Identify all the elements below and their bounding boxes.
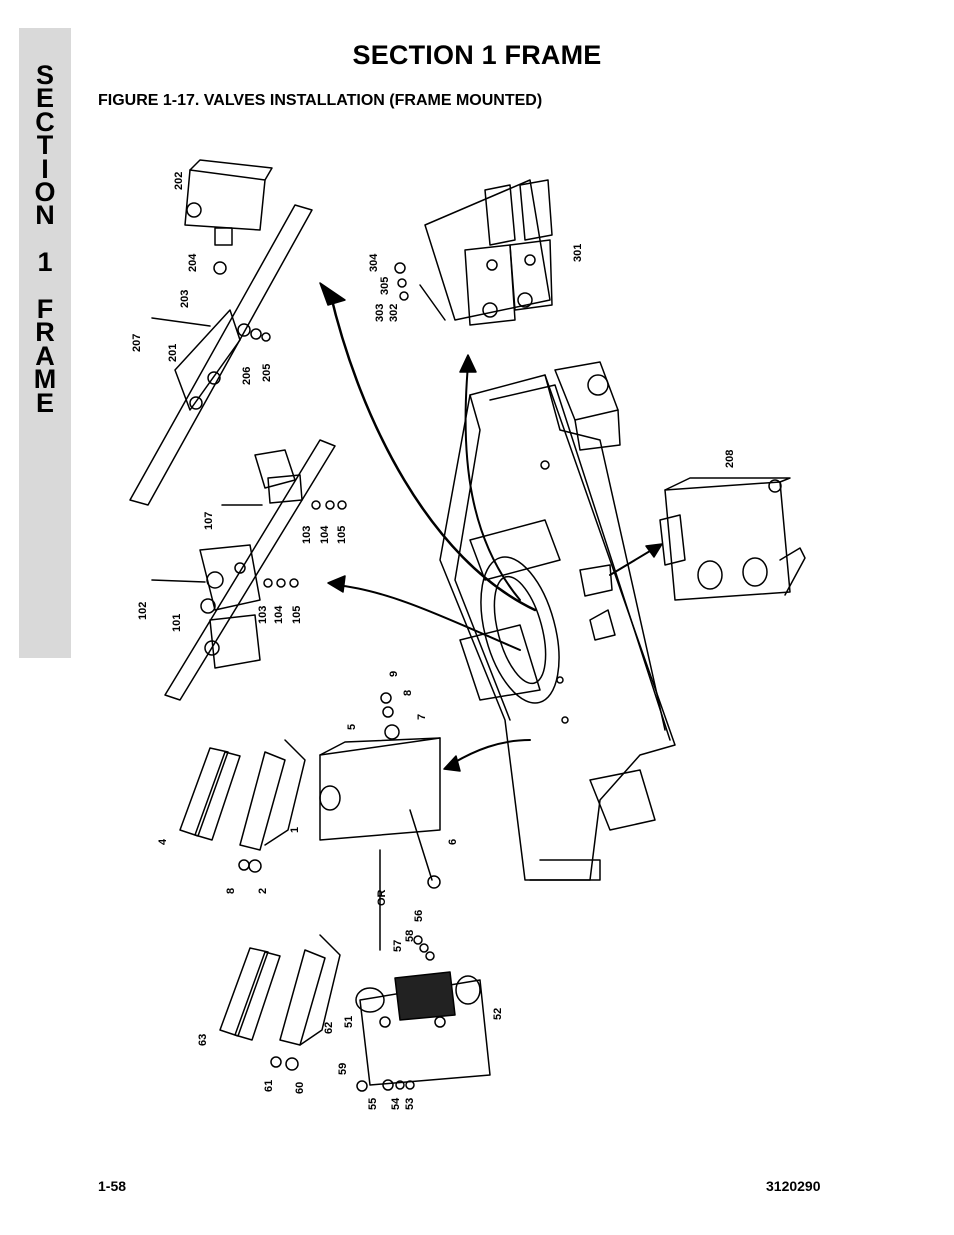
callout-54: 54 (390, 1097, 402, 1110)
callout-101: 101 (171, 614, 183, 632)
callout-51: 51 (343, 1016, 355, 1028)
callout-302: 302 (388, 304, 400, 322)
callout-62: 62 (323, 1022, 335, 1034)
section-side-tab: S E C T I O N 1 F R A M E (19, 28, 71, 658)
callout-102: 102 (137, 602, 149, 620)
bracket-62 (219, 934, 341, 1071)
valve-101 (151, 439, 347, 701)
side-letter: R (35, 317, 55, 348)
callout-205: 205 (261, 364, 273, 382)
callout-56: 56 (413, 910, 425, 922)
side-letter: A (35, 340, 55, 371)
figure-title: FIGURE 1-17. VALVES INSTALLATION (FRAME … (98, 92, 543, 109)
callout-57: 57 (392, 940, 404, 952)
callout-9: 9 (388, 671, 400, 677)
callout-labels: 202 204 203 207 201 206 205 304 305 303 … (131, 172, 736, 1110)
callout-202: 202 (173, 172, 185, 190)
callout-304: 304 (368, 253, 380, 272)
page-number: 1-58 (98, 1178, 127, 1194)
callout-5: 5 (346, 724, 358, 730)
callout-203: 203 (179, 290, 191, 308)
callout-201: 201 (167, 344, 179, 362)
callout-4: 4 (157, 838, 169, 845)
callout-305: 305 (379, 277, 391, 295)
callout-2: 2 (257, 888, 269, 894)
side-letter: O (34, 177, 56, 208)
callout-52: 52 (492, 1008, 504, 1020)
callout-63: 63 (197, 1034, 209, 1046)
assembly-arrows (319, 282, 663, 772)
callout-208: 208 (724, 450, 736, 468)
side-letter: E (35, 387, 54, 418)
callout-or: OR (376, 889, 388, 906)
valve-assembly-301 (394, 179, 553, 326)
callout-103b: 103 (257, 606, 269, 624)
callout-61: 61 (263, 1080, 275, 1092)
manifold-201 (129, 159, 313, 506)
bracket-1 (179, 739, 306, 873)
callout-301: 301 (572, 244, 584, 262)
callout-103a: 103 (301, 526, 313, 544)
side-letter: 1 (37, 247, 53, 278)
side-letter: C (35, 106, 55, 137)
junction-box-5 (319, 692, 441, 889)
callout-6: 6 (447, 839, 459, 845)
callout-8b: 8 (225, 888, 237, 894)
callout-58: 58 (404, 930, 416, 942)
callout-53: 53 (404, 1098, 416, 1110)
alt-box-51 (355, 935, 491, 1092)
valve-block-208 (659, 477, 806, 601)
callout-105a: 105 (336, 526, 348, 544)
page-title: SECTION 1 FRAME (352, 40, 602, 70)
callout-204: 204 (187, 253, 199, 272)
callout-55: 55 (367, 1098, 379, 1110)
callout-8a: 8 (402, 690, 414, 696)
side-letter: N (35, 200, 55, 231)
side-letter: I (41, 153, 49, 184)
side-letter: F (36, 294, 54, 325)
side-letter: E (35, 83, 54, 114)
callout-7: 7 (416, 714, 428, 720)
callout-206: 206 (241, 367, 253, 385)
document-number: 3120290 (766, 1178, 821, 1194)
callout-303: 303 (374, 304, 386, 322)
callout-207: 207 (131, 334, 143, 352)
callout-1: 1 (289, 827, 301, 833)
side-letter: M (33, 364, 57, 395)
callout-104b: 104 (273, 605, 285, 624)
callout-107: 107 (203, 512, 215, 530)
callout-60: 60 (294, 1082, 306, 1094)
frame-weldment (439, 361, 676, 881)
side-letter: S (35, 60, 54, 90)
side-letter: T (36, 130, 54, 161)
callout-105b: 105 (291, 606, 303, 624)
callout-104a: 104 (319, 525, 331, 544)
side-tab-letters: S E C T I O N 1 F R A M E (19, 60, 71, 418)
callout-59: 59 (337, 1063, 349, 1075)
